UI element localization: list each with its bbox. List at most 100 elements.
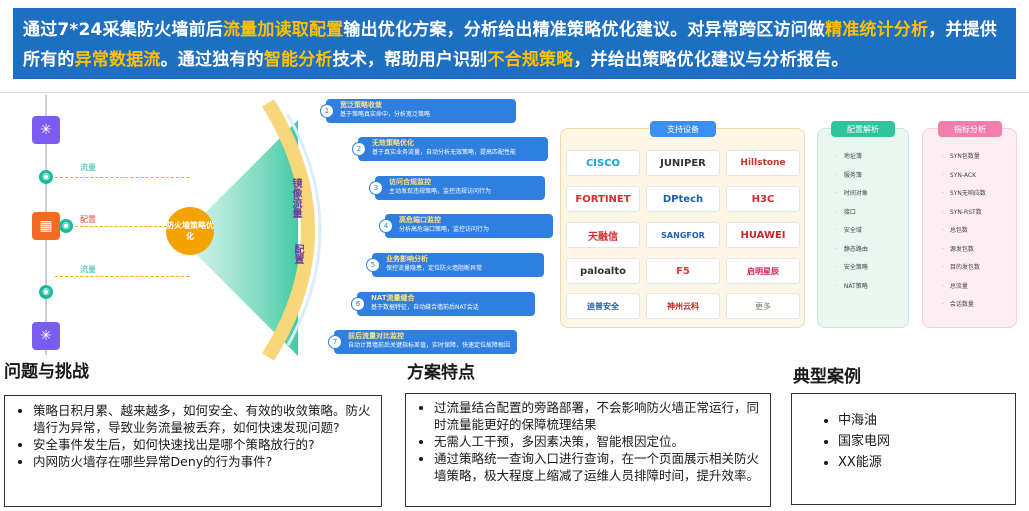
- features-box: 过流量结合配置的旁路部署，不会影响防火墙正常运行，同时流量能更好的保障梳理结果 …: [405, 393, 771, 507]
- traffic-cone-shape: [188, 120, 298, 356]
- step-card: 业务影响分析保控流量隐患，定位防火墙阻断异常: [372, 253, 544, 277]
- vendor-logo: paloalto: [566, 258, 640, 284]
- step-number: 7: [328, 335, 342, 349]
- metric-item: 总流量: [942, 278, 986, 297]
- features-heading: 方案特点: [407, 363, 475, 383]
- vendor-logo: SANGFOR: [646, 222, 720, 248]
- step-desc: 自动计算墙前后关键指标差值，实时保障，快速定位故障根因: [348, 342, 511, 349]
- step-card: 宽泛策略收敛基于策略真实命中，分析宽泛策略: [326, 99, 516, 123]
- more-vendors[interactable]: 更多: [726, 293, 800, 319]
- devices-title: 支持设备: [650, 121, 716, 137]
- banner-highlight: 不合规策略: [487, 50, 574, 70]
- intro-banner: 通过7*24采集防火墙前后流量加读取配置输出优化方案，分析给出精准策略优化建议。…: [13, 8, 1016, 79]
- step-desc: 基于策略真实命中，分析宽泛策略: [340, 111, 431, 118]
- network-hub-icon: ✳: [32, 322, 60, 350]
- problems-box: 策略日积月累、越来越多，如何安全、有效的收敛策略。防火墙行为异常，导致业务流量被…: [4, 395, 382, 507]
- step-number: 4: [379, 219, 393, 233]
- step-number: 1: [320, 104, 334, 118]
- metric-item: SYN-ACK: [942, 167, 986, 186]
- vendor-logo: F5: [646, 258, 720, 284]
- config-item: 时间对象: [836, 185, 868, 204]
- banner-text: 通过7*24采集防火墙前后: [23, 20, 223, 40]
- banner-highlight: 智能分析: [263, 50, 333, 70]
- banner-highlight: 精准统计分析: [825, 20, 929, 40]
- step-card: 高危端口监控分析高危端口策略，监控访问行为: [385, 214, 553, 238]
- config-item-list: 地址簿 服务簿 时间对象 接口 安全域 静态路由 安全策略 NAT策略: [836, 148, 868, 296]
- step-desc: 分析高危端口策略，监控访问行为: [399, 226, 490, 233]
- config-item: 安全域: [836, 222, 868, 241]
- metrics-item-list: SYN包数量 SYN-ACK SYN无响应数 SYN-RST数 总包数 源发包数…: [942, 148, 986, 315]
- vendor-logo: H3C: [726, 186, 800, 212]
- arc-label: 配置: [292, 244, 303, 264]
- vendor-logo: JUNIPER: [646, 150, 720, 176]
- banner-text: 输出优化方案，分析给出精准策略优化建议。对异常跨区访问做: [343, 20, 825, 40]
- flow-label: 流量: [80, 163, 96, 172]
- config-item: 静态路由: [836, 241, 868, 260]
- metric-item: SYN包数量: [942, 148, 986, 167]
- step-title: 访问合规监控: [389, 178, 431, 186]
- eye-icon: ◉: [39, 285, 53, 299]
- network-hub-icon: ✳: [32, 116, 60, 144]
- problem-item: 安全事件发生后，如何快速找出是哪个策略放行的?: [33, 436, 381, 453]
- eye-icon: ◉: [39, 170, 53, 184]
- step-desc: 基于数据特征，自动缝合墙前后NAT会话: [371, 304, 479, 311]
- metrics-panel-title: 指标分析: [938, 121, 1002, 137]
- banner-text: 。通过独有的: [160, 50, 264, 70]
- vendor-logo: 迪普安全: [566, 293, 640, 319]
- firewall-icon: ▦: [32, 212, 60, 240]
- feature-item: 过流量结合配置的旁路部署，不会影响防火墙正常运行，同时流量能更好的保障梳理结果: [434, 399, 764, 433]
- config-line: [75, 226, 167, 227]
- step-title: NAT流量缝合: [371, 294, 415, 302]
- center-node: 防火墙策略优化: [166, 207, 214, 255]
- arc-shape: [262, 99, 322, 361]
- config-label: 配置: [80, 215, 96, 224]
- step-number: 3: [369, 181, 383, 195]
- step-card: 访问合规监控主动发现违规策略，监控违规访问行为: [375, 176, 545, 200]
- step-title: 无效策略优化: [372, 139, 414, 147]
- metric-item: SYN无响应数: [942, 185, 986, 204]
- config-panel-title: 配置解析: [831, 121, 895, 137]
- vendor-logo: HUAWEI: [726, 222, 800, 248]
- vendor-logo: FORTINET: [566, 186, 640, 212]
- feature-item: 通过策略统一查询入口进行查询，在一个页面展示相关防火墙策略，极大程度上缩减了运维…: [434, 450, 764, 484]
- feature-item: 无需人工干预，多因素决策，智能根因定位。: [434, 433, 764, 450]
- vendor-logo: Hillstone: [726, 150, 800, 176]
- config-item: 地址簿: [836, 148, 868, 167]
- flow-line: [55, 276, 189, 277]
- cases-heading: 典型案例: [793, 367, 861, 387]
- flow-label: 流量: [80, 265, 96, 274]
- problems-heading: 问题与挑战: [4, 362, 89, 382]
- banner-highlight: 异常数据流: [74, 50, 161, 70]
- step-card: 前后流量对比监控自动计算墙前后关键指标差值，实时保障，快速定位故障根因: [334, 330, 517, 354]
- banner-text: ，并给出策略优化建议与分析报告。: [573, 50, 849, 70]
- step-title: 宽泛策略收敛: [340, 101, 382, 109]
- case-item: 中海油: [838, 410, 1015, 431]
- section-divider: [0, 92, 1029, 93]
- banner-highlight: 流量加读取配置: [222, 20, 344, 40]
- step-title: 前后流量对比监控: [348, 332, 404, 340]
- step-card: 无效策略优化基于真实业务流量，自动分析无效策略，提高匹配性能: [358, 137, 548, 161]
- metric-item: 会话数量: [942, 296, 986, 315]
- config-item: 安全策略: [836, 259, 868, 278]
- step-number: 6: [351, 297, 365, 311]
- case-item: 国家电网: [838, 431, 1015, 452]
- metric-item: 源发包数: [942, 241, 986, 260]
- banner-text: ，并提供所有的: [23, 20, 998, 70]
- cases-box: 中海油 国家电网 XX能源: [791, 393, 1016, 505]
- step-desc: 基于真实业务流量，自动分析无效策略，提高匹配性能: [372, 149, 517, 156]
- metric-item: 目的发包数: [942, 259, 986, 278]
- step-number: 2: [352, 142, 366, 156]
- banner-text: 技术，帮助用户识别: [332, 50, 488, 70]
- vendor-logo: 天融信: [566, 222, 640, 248]
- vendor-logo: DPtech: [646, 186, 720, 212]
- step-title: 高危端口监控: [399, 216, 441, 224]
- config-item: 服务簿: [836, 167, 868, 186]
- problem-item: 策略日积月累、越来越多，如何安全、有效的收敛策略。防火墙行为异常，导致业务流量被…: [33, 402, 381, 436]
- case-item: XX能源: [838, 452, 1015, 473]
- step-title: 业务影响分析: [386, 255, 428, 263]
- config-item: 接口: [836, 204, 868, 223]
- step-card: NAT流量缝合基于数据特征，自动缝合墙前后NAT会话: [357, 292, 535, 316]
- metric-item: 总包数: [942, 222, 986, 241]
- step-number: 5: [366, 258, 380, 272]
- problem-item: 内网防火墙存在哪些异常Deny的行为事件?: [33, 453, 381, 470]
